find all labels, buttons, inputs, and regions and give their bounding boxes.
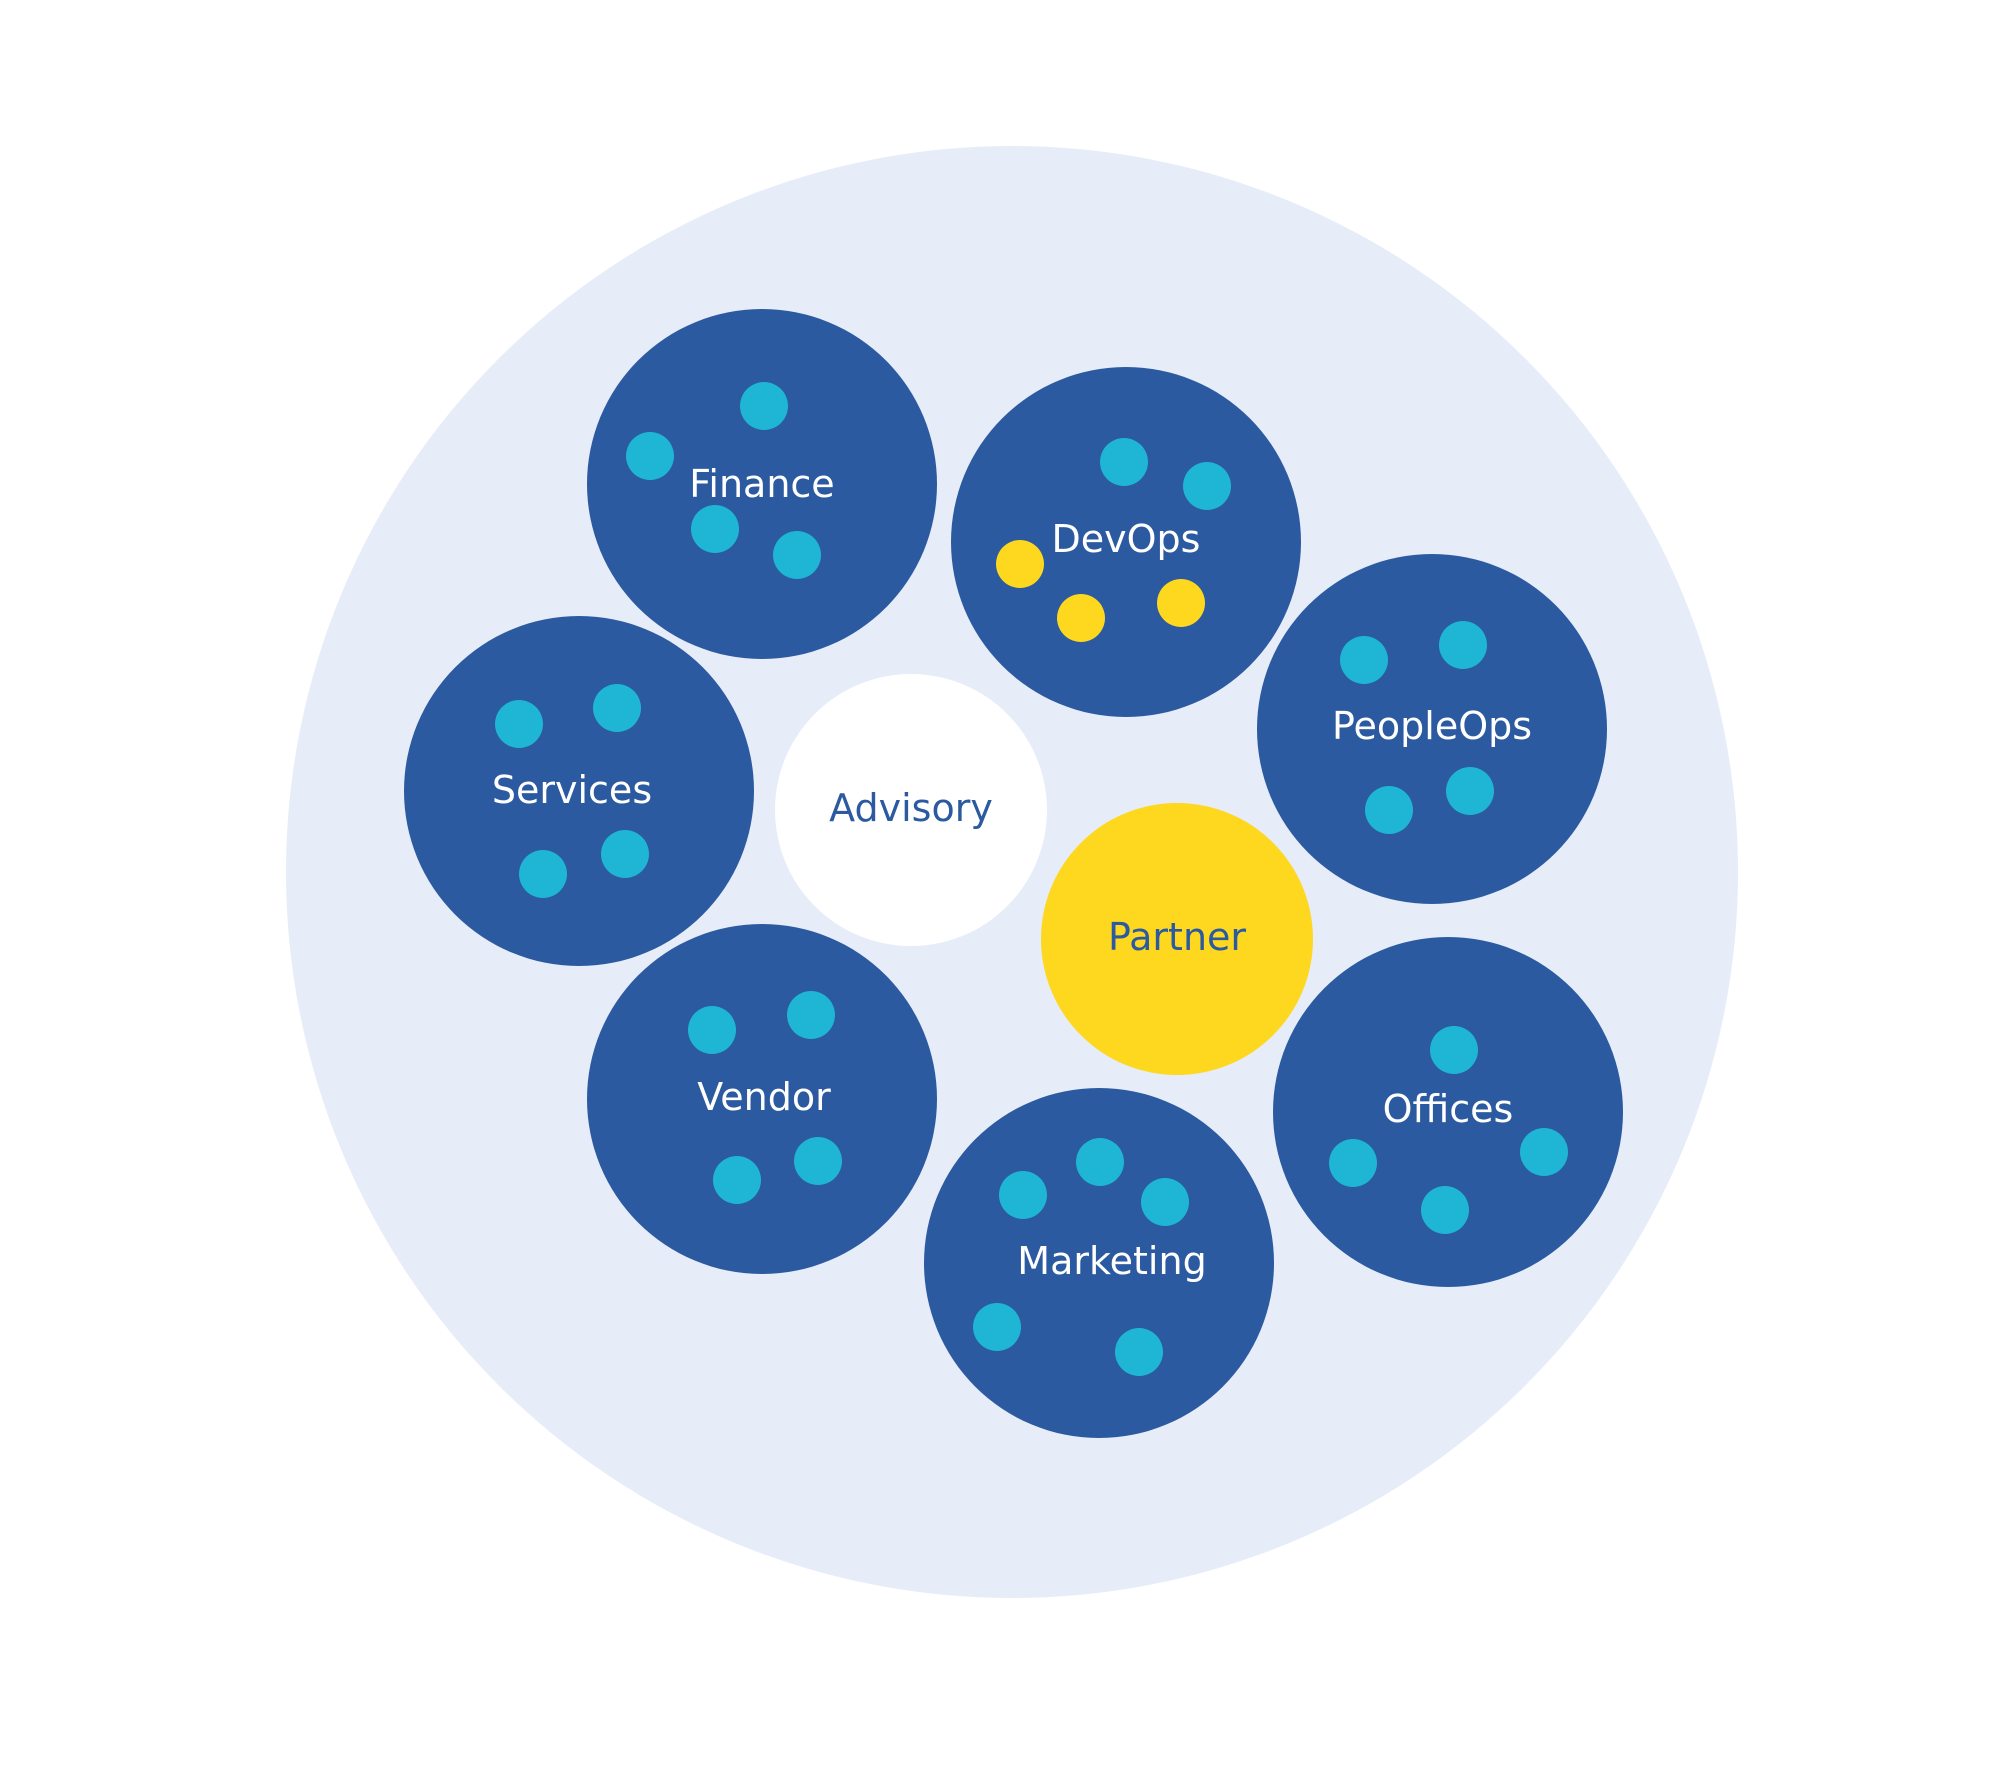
member-dot <box>1115 1328 1163 1376</box>
member-dot <box>1520 1128 1568 1176</box>
department-offices: Offices <box>1273 937 1623 1287</box>
department-peopleops: PeopleOps <box>1257 554 1607 904</box>
member-dot <box>495 700 543 748</box>
member-dot <box>740 382 788 430</box>
department-peopleops-circle <box>1257 554 1607 904</box>
department-finance-label: Finance <box>689 462 834 506</box>
member-dot <box>773 531 821 579</box>
department-offices-label: Offices <box>1383 1087 1514 1131</box>
member-dot <box>691 505 739 553</box>
member-dot <box>1329 1139 1377 1187</box>
member-dot <box>519 850 567 898</box>
member-dot <box>1446 767 1494 815</box>
advisory-label: Advisory <box>829 786 993 830</box>
member-dot <box>626 432 674 480</box>
member-dot <box>1141 1178 1189 1226</box>
partner-circle <box>1041 803 1313 1075</box>
member-dot <box>1365 786 1413 834</box>
member-dot <box>688 1006 736 1054</box>
department-services: Services <box>404 616 754 966</box>
department-services-circle <box>404 616 754 966</box>
department-finance-circle <box>587 309 937 659</box>
department-offices-circle <box>1273 937 1623 1287</box>
member-dot <box>601 830 649 878</box>
partner-member-dot <box>1157 579 1205 627</box>
department-devops-label: DevOps <box>1052 517 1201 561</box>
member-dot <box>1430 1026 1478 1074</box>
member-dot <box>794 1137 842 1185</box>
department-finance: Finance <box>587 309 937 659</box>
member-dot <box>1076 1138 1124 1186</box>
department-marketing-label: Marketing <box>1017 1239 1206 1283</box>
member-dot <box>1439 621 1487 669</box>
member-dot <box>1340 636 1388 684</box>
department-vendor-label: Vendor <box>697 1075 831 1119</box>
member-dot <box>1421 1186 1469 1234</box>
advisory-circle <box>775 674 1047 946</box>
partner-label: Partner <box>1108 915 1246 959</box>
department-vendor-circle <box>587 924 937 1274</box>
member-dot <box>713 1156 761 1204</box>
department-peopleops-label: PeopleOps <box>1332 704 1532 748</box>
member-dot <box>999 1171 1047 1219</box>
partner-member-dot <box>996 540 1044 588</box>
advisory-group: Advisory <box>775 674 1047 946</box>
member-dot <box>973 1303 1021 1351</box>
member-dot <box>1100 438 1148 486</box>
department-vendor: Vendor <box>587 924 937 1274</box>
department-devops: DevOps <box>951 367 1301 717</box>
member-dot <box>1183 462 1231 510</box>
department-marketing: Marketing <box>924 1088 1274 1438</box>
partner-member-dot <box>1057 594 1105 642</box>
member-dot <box>593 684 641 732</box>
department-services-label: Services <box>492 768 652 812</box>
department-devops-circle <box>951 367 1301 717</box>
partner-group: Partner <box>1041 803 1313 1075</box>
member-dot <box>787 991 835 1039</box>
